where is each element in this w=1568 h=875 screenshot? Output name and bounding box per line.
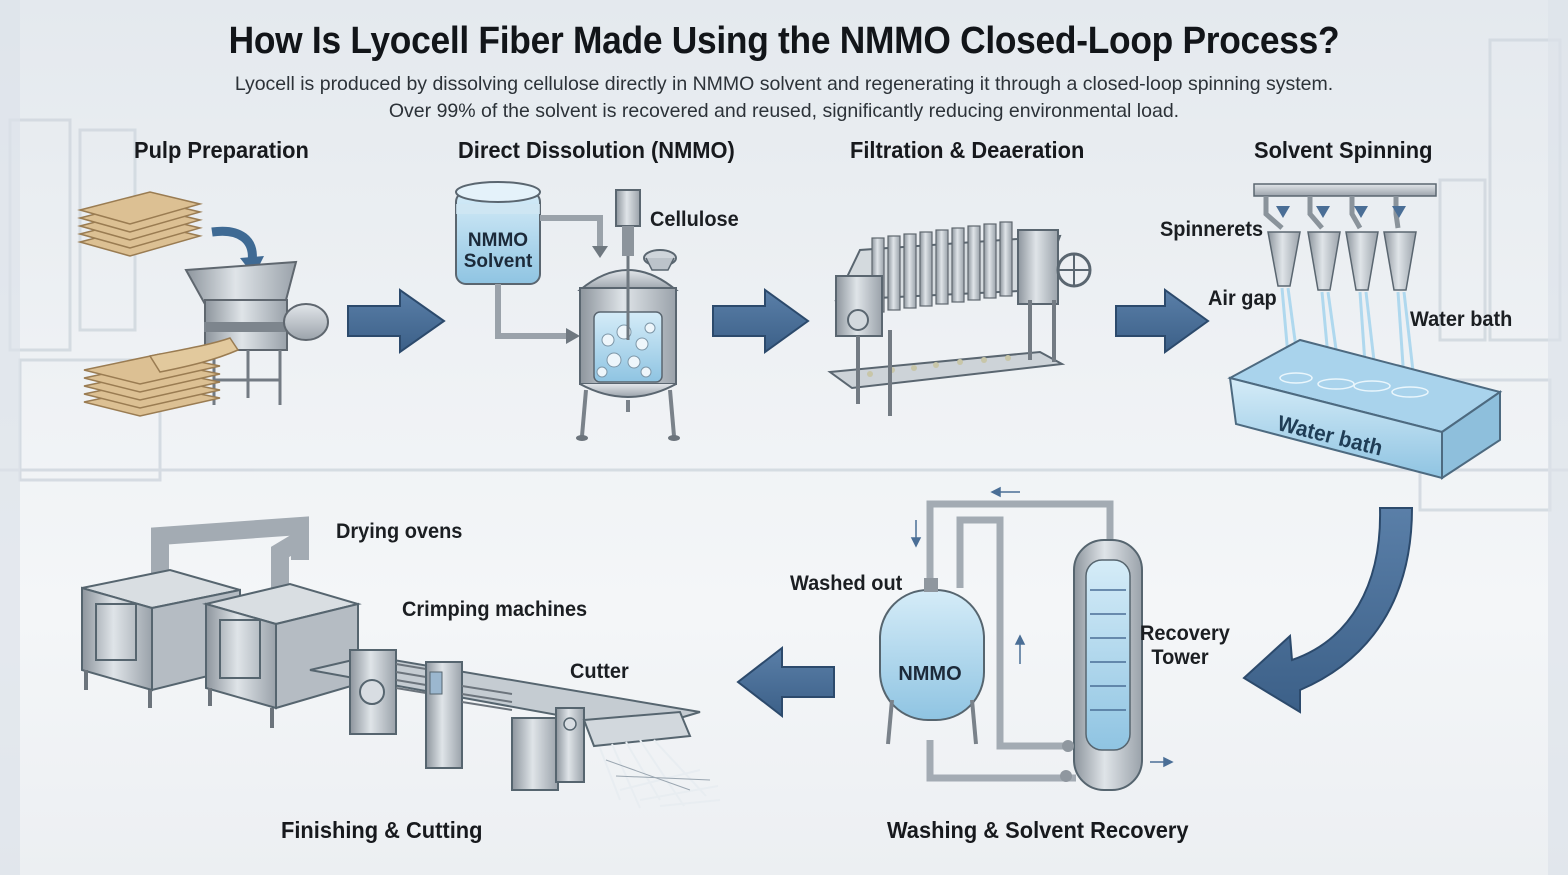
spinnerets-label: Spinnerets xyxy=(1160,218,1264,241)
flow-arrow xyxy=(347,288,446,354)
stage-label-finishing-cutting: Finishing & Cutting xyxy=(281,817,483,843)
flow-arrow xyxy=(736,645,835,719)
flow-arrow xyxy=(1115,288,1210,354)
cellulose-label: Cellulose xyxy=(650,208,739,231)
stage-label-washing-recovery: Washing & Solvent Recovery xyxy=(887,817,1189,843)
page-title: How Is Lyocell Fiber Made Using the NMMO… xyxy=(228,20,1340,62)
shredder xyxy=(77,191,329,417)
stage-label-solvent-spinning: Solvent Spinning xyxy=(1254,137,1433,163)
subtitle-line-2: Over 99% of the solvent is recovered and… xyxy=(388,100,1180,122)
recovery-tower-label-line1: Recovery xyxy=(1140,622,1230,645)
drying-ovens-label: Drying ovens xyxy=(336,520,463,543)
recovery-tower xyxy=(879,486,1174,791)
nmmo-solvent-label-line1: NMMO xyxy=(467,230,529,251)
nmmo-solvent-label-line2: Solvent xyxy=(463,251,533,272)
stage-label-filtration: Filtration & Deaeration xyxy=(850,137,1085,163)
water-bath-label: Water bath xyxy=(1410,308,1513,331)
subtitle-line-1: Lyocell is produced by dissolving cellul… xyxy=(234,73,1334,95)
nmmo-solvent-label: NMMO Solvent xyxy=(460,230,536,272)
washed-out-label: Washed out xyxy=(790,572,903,595)
dissolution-reactor xyxy=(455,181,680,441)
recovery-tower-label-line2: Tower xyxy=(1151,646,1209,669)
recovery-tower-label: Recovery Tower xyxy=(1140,622,1230,670)
flow-arrow xyxy=(712,288,810,354)
air-gap-label: Air gap xyxy=(1208,287,1277,310)
curved-flow-arrow xyxy=(1242,507,1414,714)
filter-press xyxy=(827,221,1092,416)
crimper xyxy=(309,649,701,769)
drying-oven xyxy=(81,516,362,728)
cutter xyxy=(511,707,721,809)
cutter-label: Cutter xyxy=(570,660,629,683)
nmmo-tank-label: NMMO xyxy=(898,663,962,685)
crimping-machines-label: Crimping machines xyxy=(402,598,588,621)
water-bath xyxy=(1227,338,1503,480)
stage-label-pulp-preparation: Pulp Preparation xyxy=(134,137,309,163)
stage-label-direct-dissolution: Direct Dissolution (NMMO) xyxy=(458,137,735,163)
